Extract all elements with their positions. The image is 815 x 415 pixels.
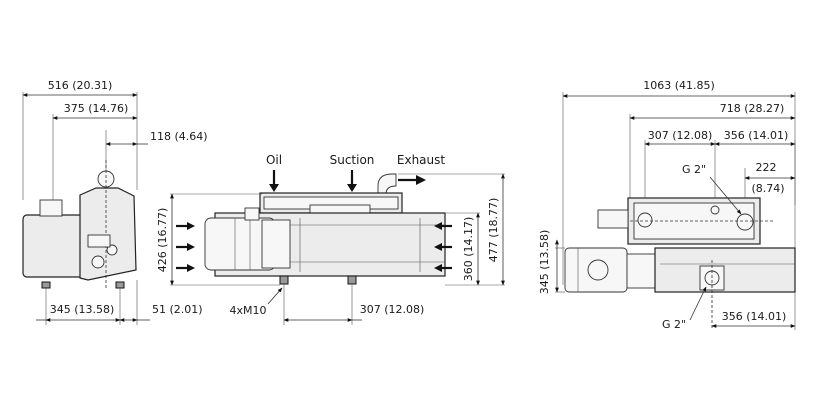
exhaust-port-plan (736, 213, 754, 231)
air-inlet-arrows (176, 222, 195, 272)
exhaust-elbow (377, 173, 397, 199)
dim-bottom-port: 356 (14.01) (722, 310, 787, 323)
air-outlet-arrows (434, 222, 452, 272)
dim-port-offset-in: (8.74) (751, 182, 784, 195)
dim-foot-offset: 51 (2.01) (152, 303, 203, 316)
terminal-box (39, 199, 63, 217)
right-top-view: 1063 (41.85) 718 (28.27) 307 (12.08) 356… (538, 79, 796, 331)
label-exhaust: Exhaust (397, 153, 446, 167)
dim-height-left: 426 (16.77) (156, 208, 169, 273)
dim-overall-width: 516 (20.31) (48, 79, 113, 92)
middle-side-view: Oil Suction Exhaust (156, 153, 505, 325)
foot-right (115, 281, 125, 289)
label-bolts: 4xM10 (230, 304, 267, 317)
dim-port-spacing-b: 356 (14.01) (724, 129, 789, 142)
motor-end-housing (22, 214, 84, 278)
dim-width: 345 (13.58) (538, 230, 551, 295)
foot-front (279, 275, 289, 285)
dim-pump-length: 718 (28.27) (720, 102, 785, 115)
pump-end-housing (79, 187, 137, 281)
dim-height-total: 477 (18.77) (487, 198, 500, 263)
label-suction: Suction (330, 153, 375, 167)
label-port-top: G 2" (682, 163, 706, 176)
label-oil: Oil (266, 153, 282, 167)
dim-foot-length: 307 (12.08) (360, 303, 425, 316)
left-end-view: 516 (20.31) 375 (14.76) 118 (4.64) 345 (… (22, 79, 208, 325)
dim-overall-length: 1063 (41.85) (643, 79, 715, 92)
dim-height-body: 360 (14.17) (462, 217, 475, 282)
label-port-bottom: G 2" (662, 318, 686, 331)
suction-port (637, 212, 653, 228)
dim-port-spacing-a: 307 (12.08) (648, 129, 713, 142)
exhaust-port (97, 170, 115, 188)
pump-body-plan (654, 247, 796, 293)
dim-motor-offset: 375 (14.76) (64, 102, 129, 115)
dim-port-offset: 222 (756, 161, 777, 174)
foot-left (41, 281, 51, 289)
dim-exhaust-offset: 118 (4.64) (150, 130, 208, 143)
foot-rear (347, 275, 357, 285)
dim-foot-span: 345 (13.58) (50, 303, 115, 316)
